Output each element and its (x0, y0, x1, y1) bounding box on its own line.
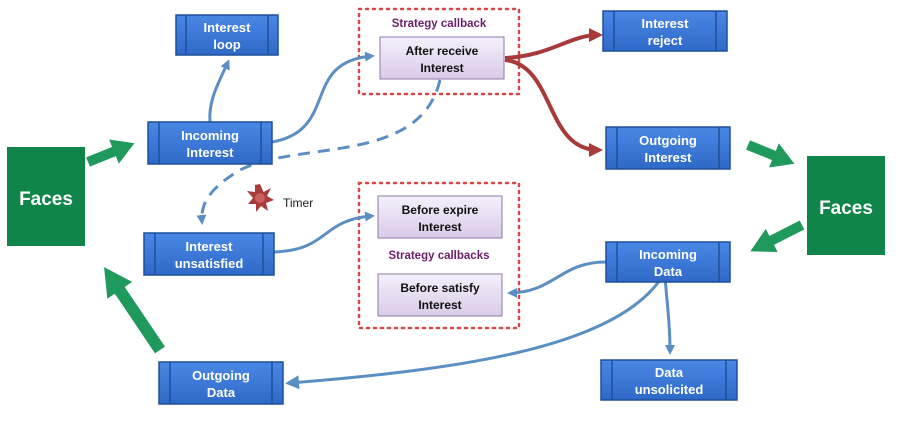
incoming-interest-line1: Incoming (181, 128, 239, 143)
strategy-callback-label: Strategy callback (392, 18, 487, 30)
strategy-callback-region (357, 7, 521, 96)
timer-burst-icon (247, 184, 274, 212)
data-unsolicited-line1: Data (655, 365, 684, 380)
faces-right-block: Faces (807, 156, 885, 255)
arrow-after-receive-to-reject (504, 28, 603, 60)
interest-loop-line2: loop (213, 37, 240, 52)
timer-label: Timer (283, 196, 313, 210)
pipeline-incoming-data: Incoming Data (605, 241, 731, 283)
incoming-interest-line2: Interest (187, 145, 235, 160)
outgoing-interest-line1: Outgoing (639, 133, 697, 148)
interest-reject-line2: reject (648, 33, 683, 48)
pipeline-interest-reject: Interest reject (602, 10, 728, 52)
strategy-before-expire-interest: Before expire Interest (377, 195, 503, 239)
arrow-incoming-to-loop (208, 59, 230, 123)
faces-left-block: Faces (7, 147, 85, 246)
arrow-incoming-data-to-outgoing-data (285, 279, 662, 390)
faces-left-label: Faces (19, 189, 73, 210)
before-satisfy-line2: Interest (418, 298, 461, 312)
green-arrow-faces-to-incoming-data (750, 220, 805, 253)
interest-reject-line1: Interest (642, 16, 690, 31)
after-receive-line2: Interest (420, 61, 463, 75)
data-unsolicited-line2: unsolicited (635, 382, 704, 397)
pipeline-interest-loop: Interest loop (175, 14, 279, 56)
arrow-unsatisfied-to-before-expire (273, 211, 375, 254)
pipeline-incoming-interest: Incoming Interest (147, 121, 273, 165)
faces-right-label: Faces (819, 198, 873, 219)
outgoing-interest-line2: Interest (645, 150, 693, 165)
strategy-callbacks-region (357, 181, 521, 330)
pipeline-data-unsolicited: Data unsolicited (600, 359, 738, 401)
strategy-callbacks-label: Strategy callbacks (388, 250, 489, 262)
outgoing-data-line1: Outgoing (192, 368, 250, 383)
green-arrow-outgoing-data-to-faces (104, 267, 165, 354)
outgoing-data-line2: Data (207, 385, 236, 400)
arrow-incoming-data-to-unsolicited (663, 277, 675, 355)
arrow-incoming-to-after-receive (271, 51, 375, 144)
interest-unsatisfied-line2: unsatisfied (175, 256, 244, 271)
strategy-before-satisfy-interest: Before satisfy Interest (377, 273, 503, 317)
interest-loop-line1: Interest (204, 20, 252, 35)
strategy-after-receive-interest: After receive Interest (379, 36, 505, 80)
incoming-data-line1: Incoming (639, 247, 697, 262)
before-expire-line1: Before expire (402, 203, 479, 217)
pipeline-outgoing-interest: Outgoing Interest (605, 126, 731, 170)
after-receive-line1: After receive (406, 44, 479, 58)
incoming-data-line2: Data (654, 264, 683, 279)
arrow-after-receive-to-outgoing-interest (504, 58, 603, 157)
pipeline-interest-unsatisfied: Interest unsatisfied (143, 232, 275, 276)
arrow-incoming-data-to-before-satisfy (507, 260, 607, 298)
before-satisfy-line1: Before satisfy (400, 281, 480, 295)
green-arrow-faces-to-incoming-interest (86, 139, 135, 167)
interest-unsatisfied-line1: Interest (186, 239, 234, 254)
pipeline-outgoing-data: Outgoing Data (158, 361, 284, 405)
green-arrow-outgoing-interest-to-faces (746, 140, 795, 168)
before-expire-line2: Interest (418, 220, 461, 234)
